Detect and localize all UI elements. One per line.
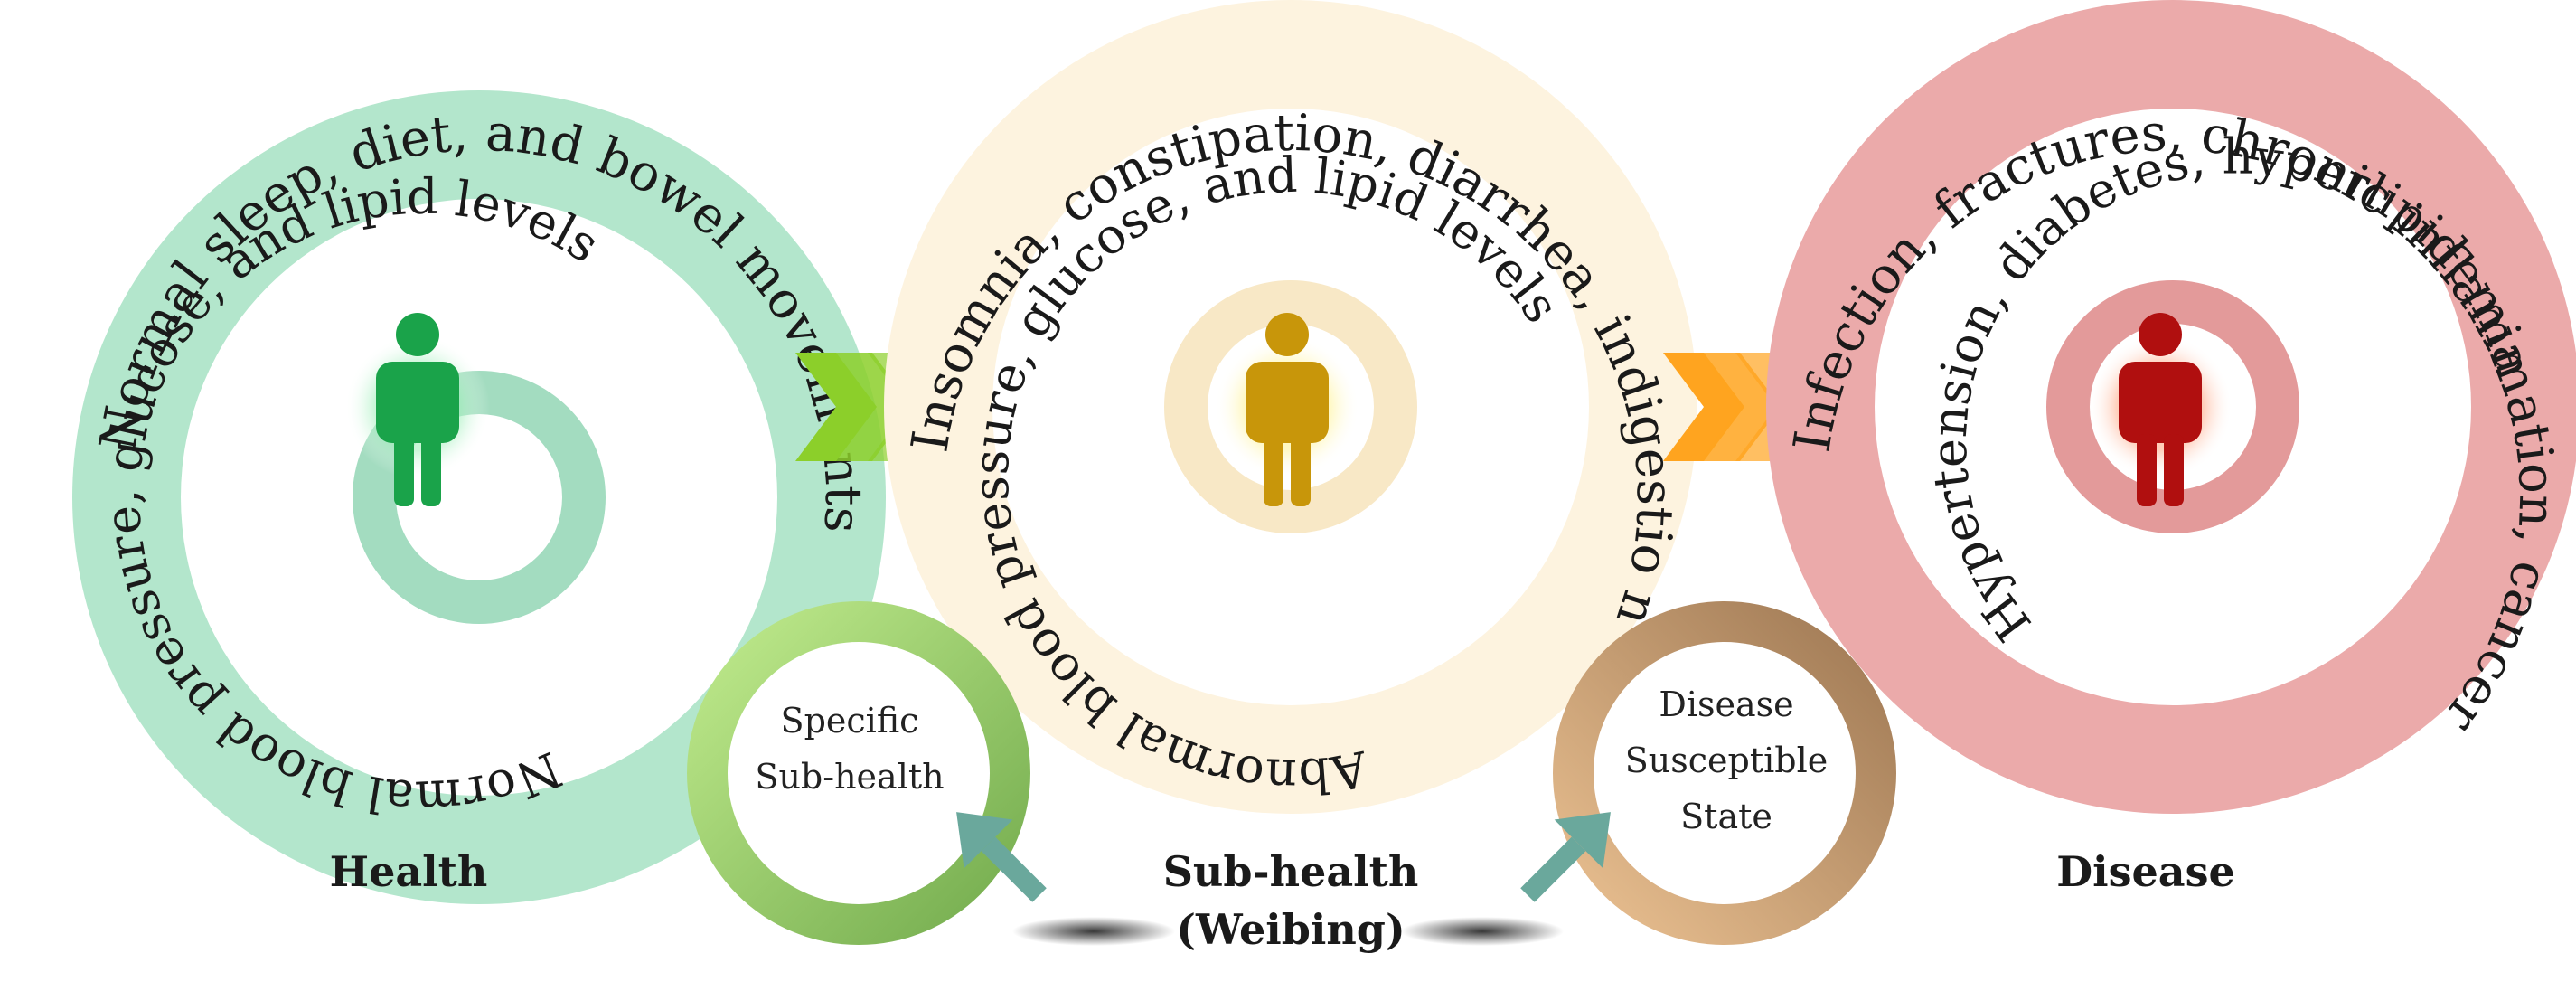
teal-arrow-right-icon xyxy=(1520,812,1611,902)
left-arrow-shadow xyxy=(1012,917,1175,946)
health-label: Health xyxy=(330,847,488,896)
specific-line2: Sub-health xyxy=(755,757,944,797)
specific-ring-white xyxy=(728,642,990,904)
sub-state-specific: Specific Sub-health xyxy=(687,601,1030,945)
stage-health: Normal sleep, diet, and bowel movements … xyxy=(72,90,886,904)
health-person-icon xyxy=(376,313,459,506)
disease-label: Disease xyxy=(2056,847,2235,896)
right-arrow-shadow xyxy=(1401,917,1564,946)
subhealth-person-icon xyxy=(1246,313,1329,506)
disease-person-icon xyxy=(2119,313,2202,506)
sub-state-susceptible: Disease Susceptible State xyxy=(1553,601,1896,945)
teal-arrow-left-icon xyxy=(956,812,1047,902)
stage-disease: Infection, fractures, chronic inflammati… xyxy=(1766,0,2576,896)
subhealth-label-line1: Sub-health xyxy=(1163,847,1419,896)
stage-subhealth: Insomnia, constipation, diarrhea, indige… xyxy=(884,0,1697,814)
susceptible-line3: State xyxy=(1680,797,1772,836)
specific-line1: Specific xyxy=(781,701,919,741)
susceptible-line2: Susceptible xyxy=(1625,741,1829,780)
susceptible-ring-white xyxy=(1594,642,1856,904)
susceptible-line1: Disease xyxy=(1659,684,1793,724)
subhealth-label-line2: (Weibing) xyxy=(1176,905,1405,954)
